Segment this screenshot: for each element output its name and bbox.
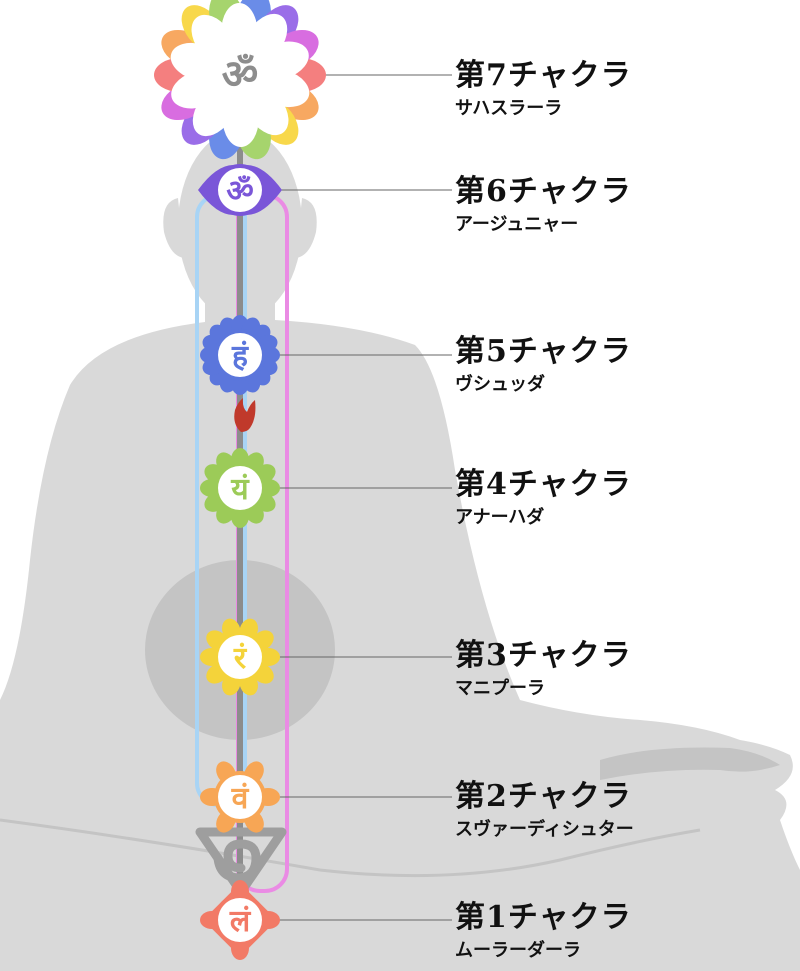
chakra-label-6: 第6チャクラ アージュニャー — [455, 174, 632, 236]
chakra-name: ムーラーダーラ — [455, 940, 581, 961]
chakra-glyph: ॐ — [226, 174, 253, 209]
meditating-figure — [0, 130, 800, 971]
chakra-name: アージュニャー — [455, 214, 579, 235]
chakra-medallion-4: यं — [200, 448, 280, 528]
chakra-medallion-6: ॐ — [198, 164, 282, 216]
chakra-name: ヴシュッダ — [455, 374, 545, 395]
chakra-label-7: 第7チャクラ サハスラーラ — [455, 58, 632, 120]
chakra-glyph: हं — [231, 339, 249, 374]
chakra-title: 第2チャクラ — [455, 779, 632, 814]
chakra-label-1: 第1チャクラ ムーラーダーラ — [455, 900, 632, 962]
right-ear — [296, 198, 317, 258]
chakra-glyph: लं — [229, 904, 252, 939]
chakra-glyph: वं — [231, 781, 250, 816]
chakra-title: 第3チャクラ — [455, 638, 632, 673]
chakra-name: アナーハダ — [455, 507, 545, 528]
chakra-title: 第4チャクラ — [455, 467, 632, 502]
chakra-medallion-7: ॐ — [206, 41, 274, 109]
kundalini-spiral-icon — [195, 827, 287, 897]
chakra-medallion-2: वं — [200, 761, 280, 833]
chakra-glyph: यं — [230, 472, 250, 507]
chakra-name: スヴァーディシュター — [455, 819, 634, 840]
chakra-title: 第7チャクラ — [455, 58, 632, 93]
chakra-name: マニプーラ — [455, 678, 545, 699]
chakra-name: サハスラーラ — [455, 98, 563, 119]
arm-shadow — [600, 747, 780, 780]
chakra-title: 第5チャクラ — [455, 334, 632, 369]
torso — [0, 290, 800, 971]
chakra-title: 第6チャクラ — [455, 174, 632, 209]
chakra-glyph: रं — [233, 641, 248, 676]
chakra-glyph: ॐ — [222, 52, 258, 98]
chakra-label-3: 第3チャクラ マニプーラ — [455, 638, 632, 700]
chakra-label-4: 第4チャクラ アナーハダ — [455, 467, 632, 529]
leg-line — [0, 818, 701, 878]
chakra-medallion-3: रं — [200, 618, 280, 696]
left-ear — [163, 198, 184, 258]
chakra-medallion-5: हं — [200, 315, 280, 395]
chakra-label-5: 第5チャクラ ヴシュッダ — [455, 334, 632, 396]
chakra-title: 第1チャクラ — [455, 900, 632, 935]
flame-icon — [234, 398, 256, 432]
chakra-medallions: ॐ ॐ हं यं रं वं लं — [198, 41, 282, 960]
chakra-medallion-1: लं — [200, 880, 280, 960]
chakra-label-2: 第2チャクラ スヴァーディシュター — [455, 779, 634, 841]
